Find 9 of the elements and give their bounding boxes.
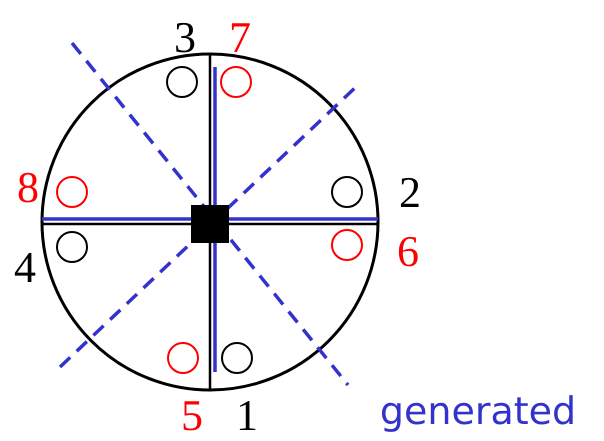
position-number: 3: [174, 16, 196, 60]
position-number: 1: [236, 394, 258, 438]
position-number: 7: [229, 16, 251, 60]
position-number: 4: [14, 246, 36, 290]
line-label: generated: [380, 392, 576, 430]
position-number: 5: [181, 394, 203, 438]
position-number: 6: [397, 230, 419, 274]
position-number: 2: [399, 171, 421, 215]
position-number: 8: [17, 166, 39, 210]
